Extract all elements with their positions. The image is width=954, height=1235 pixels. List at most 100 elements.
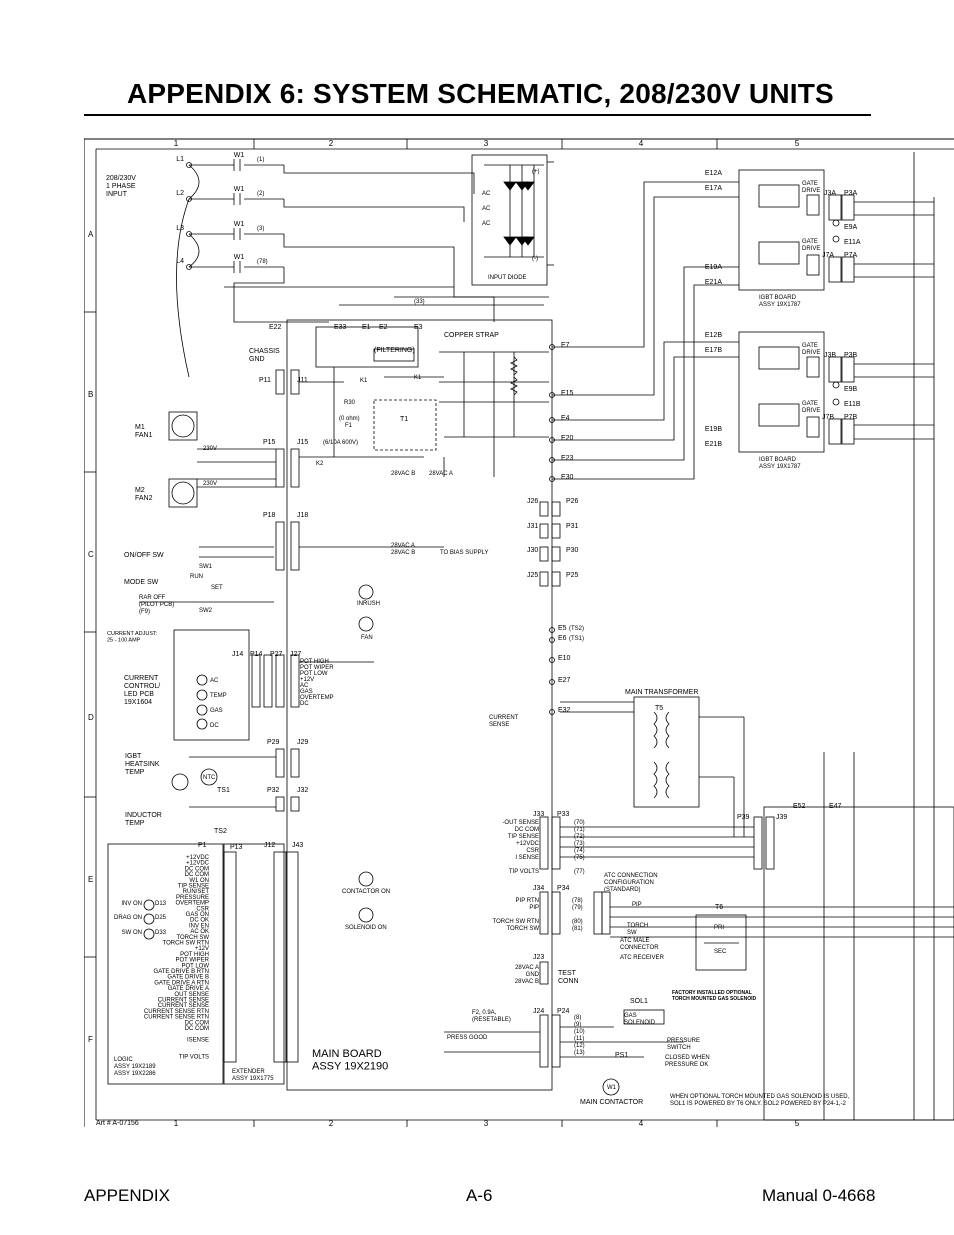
k1-label: K1 — [360, 378, 368, 384]
main-board-terminal-label: E6 — [558, 635, 567, 642]
input-line-label: L4 — [176, 258, 184, 265]
ts1-label: TS1 — [217, 787, 230, 794]
igbt-connector-label: J3A — [824, 190, 836, 197]
igbt-terminal-label: E9A — [844, 224, 858, 231]
logic-signal-label: TIP SENSE — [178, 884, 209, 890]
logic-signal-label: GAS ON — [186, 912, 209, 918]
igbt-connector-label: J7A — [822, 252, 834, 259]
j33-signal-label: CSR — [526, 848, 539, 854]
wire-number-label: (75) — [574, 855, 585, 861]
logic-led-label: INV ON — [121, 901, 142, 907]
connector-label: J33 — [533, 811, 544, 818]
igbt-connector-label: P7B — [844, 414, 858, 421]
footer-page-number: A-6 — [466, 1186, 493, 1205]
connector-label: P32 — [267, 787, 280, 794]
grid-column-top-label: 3 — [484, 139, 489, 148]
igbt-terminal-label: E11B — [844, 401, 861, 408]
current-adjust-label: CURRENT ADJUST:25 - 100 AMP — [107, 631, 158, 643]
j33-signal-label: -OUT SENSE — [502, 820, 539, 826]
wire-number-label: (81) — [572, 926, 583, 932]
wire-number-label: (73) — [574, 841, 585, 847]
w1-switch-label: W1 — [234, 254, 245, 261]
signal-label: GAS — [300, 689, 313, 695]
terminal-label: E33 — [334, 324, 347, 331]
to-bias-supply-label: TO BIAS SUPPLY — [440, 550, 488, 556]
connector-label: J24 — [533, 1008, 544, 1015]
connector-label: J27 — [290, 651, 301, 658]
t6-label: T6 — [715, 904, 723, 911]
led-label: GAS — [210, 708, 223, 714]
logic-signal-label: CURRENT SENSE — [158, 998, 209, 1004]
diode-ac-label: AC — [482, 221, 491, 227]
main-board-terminal-label: E15 — [561, 390, 574, 397]
logic-signal-label: RUN/SET — [183, 889, 210, 895]
input-wire-number: (2) — [257, 191, 264, 197]
vac-label: 28VAC A — [391, 543, 415, 549]
igbt-connector-label: J7B — [822, 414, 834, 421]
connector-label: J29 — [297, 739, 308, 746]
logic-signal-label: TORCH SW RTN — [163, 941, 209, 947]
connector-label: J23 — [533, 954, 544, 961]
connector-label: J18 — [297, 512, 308, 519]
input-wire-number: (3) — [257, 226, 264, 232]
logic-signal-label: +12VDC — [186, 855, 210, 861]
signal-label: POT HIGH — [300, 659, 329, 665]
connector-label: P18 — [263, 512, 276, 519]
rar-off-label: RAR OFF(PILOT PCB)(F9) — [139, 595, 174, 615]
filtering-label: (FILTERING) — [374, 347, 415, 354]
connector-label: J30 — [527, 547, 538, 554]
logic-signal-label: DC COM — [185, 1026, 209, 1032]
t5-label: T5 — [655, 705, 663, 712]
copper-strap-label: COPPER STRAP — [444, 332, 499, 339]
ntc-label: NTC — [203, 775, 216, 781]
logic-signal-label: CURRENT SENSE — [158, 1003, 209, 1009]
page-title: APPENDIX 6: SYSTEM SCHEMATIC, 208/230V U… — [127, 78, 834, 109]
logic-signal-label: DC OK — [190, 918, 209, 924]
run-label: RUN — [190, 574, 203, 580]
igbt-connector-label: J3B — [824, 352, 836, 359]
wire-number-label: (9) — [574, 1022, 581, 1028]
input-line-label: L3 — [176, 225, 184, 232]
logic-signal-label: TIP VOLTS — [179, 1055, 209, 1061]
j33-signal-label: TIP VOLTS — [509, 869, 539, 875]
grid-column-bottom-label: 2 — [329, 1119, 334, 1127]
logic-signal-label: +12VDC — [186, 861, 210, 867]
logic-led-label: D33 — [155, 930, 167, 936]
connector-label: P39 — [737, 814, 750, 821]
wire-number-label: (10) — [574, 1029, 585, 1035]
connector-label: J12 — [264, 842, 275, 849]
main-board-terminal-label: E32 — [558, 707, 571, 714]
logic-signal-label: GATE DRIVE B RTN — [154, 969, 209, 975]
logic-signal-label: ISENSE — [187, 1037, 209, 1043]
press-good-label: PRESS GOOD — [447, 1035, 488, 1041]
logic-signal-label: OVERTEMP — [175, 901, 209, 907]
logic-signal-label: GATE DRIVE A RTN — [154, 980, 209, 986]
connector-label: P1 — [198, 842, 207, 849]
terminal-label: E3 — [414, 324, 423, 331]
connector-label: P34 — [557, 885, 570, 892]
vac-label: 28VAC B — [391, 471, 415, 477]
logic-led-label: SW ON — [122, 930, 142, 936]
t6-sec-label: SEC — [714, 949, 727, 955]
onoff-switch-label: ON/OFF SW — [124, 552, 164, 559]
grid-row-label: C — [88, 550, 94, 559]
wire-number-label: (77) — [574, 869, 585, 875]
igbt-terminal-label: E21A — [705, 279, 722, 286]
w1-switch-label: W1 — [234, 186, 245, 193]
logic-signal-label: +12V — [195, 946, 209, 952]
f1-rating-label: (6/10A 600V) — [323, 440, 358, 446]
wire-number-label: (78) — [572, 898, 583, 904]
grid-column-top-label: 1 — [174, 139, 179, 148]
connector-label: J31 — [527, 523, 538, 530]
signal-label: DC — [300, 701, 309, 707]
igbt-terminal-label: E19A — [705, 264, 722, 271]
w1-switch-label: W1 — [234, 221, 245, 228]
optional-solenoid-note: WHEN OPTIONAL TORCH MOUNTED GAS SOLENOID… — [670, 1094, 850, 1107]
